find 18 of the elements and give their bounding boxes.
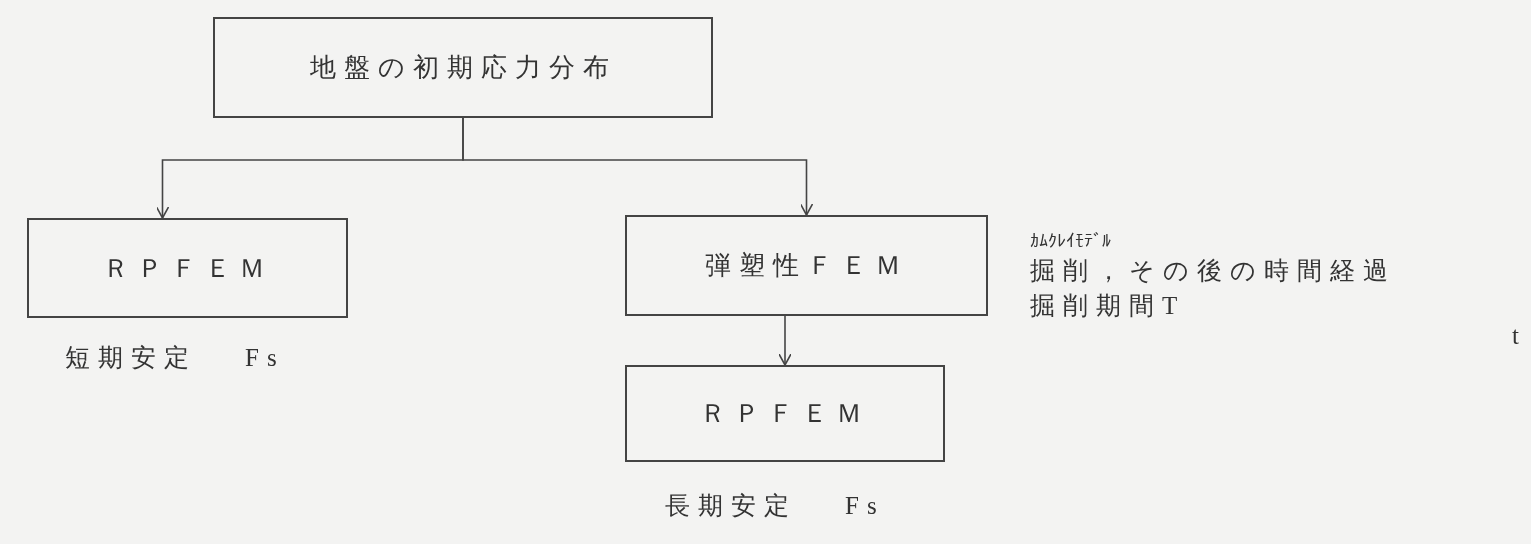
node-note: ｶﾑｸﾚｲﾓﾃﾞﾙ (1030, 230, 1112, 253)
arrow (462, 117, 814, 216)
node-note: Fs (245, 343, 285, 373)
process-box (213, 17, 713, 118)
box-label: 地盤の初期応力分布 (309, 52, 617, 84)
arrow (778, 315, 792, 366)
box-label: ＲＰＦＥＭ (700, 398, 870, 430)
process-box (625, 365, 945, 462)
node-note: 短期安定 (65, 343, 197, 373)
variable-label: t (1512, 322, 1519, 350)
node-note: 掘削期間T (1030, 290, 1187, 321)
process-box (625, 215, 988, 316)
box-label: ＲＰＦＥＭ (102, 252, 273, 285)
node-note: 掘削，その後の時間経過 (1030, 256, 1396, 287)
box-label: 弾塑性ＦＥＭ (704, 250, 909, 282)
node-note: 長期安定 (665, 491, 797, 521)
node-note: Fs (845, 491, 885, 521)
process-box (27, 218, 348, 318)
